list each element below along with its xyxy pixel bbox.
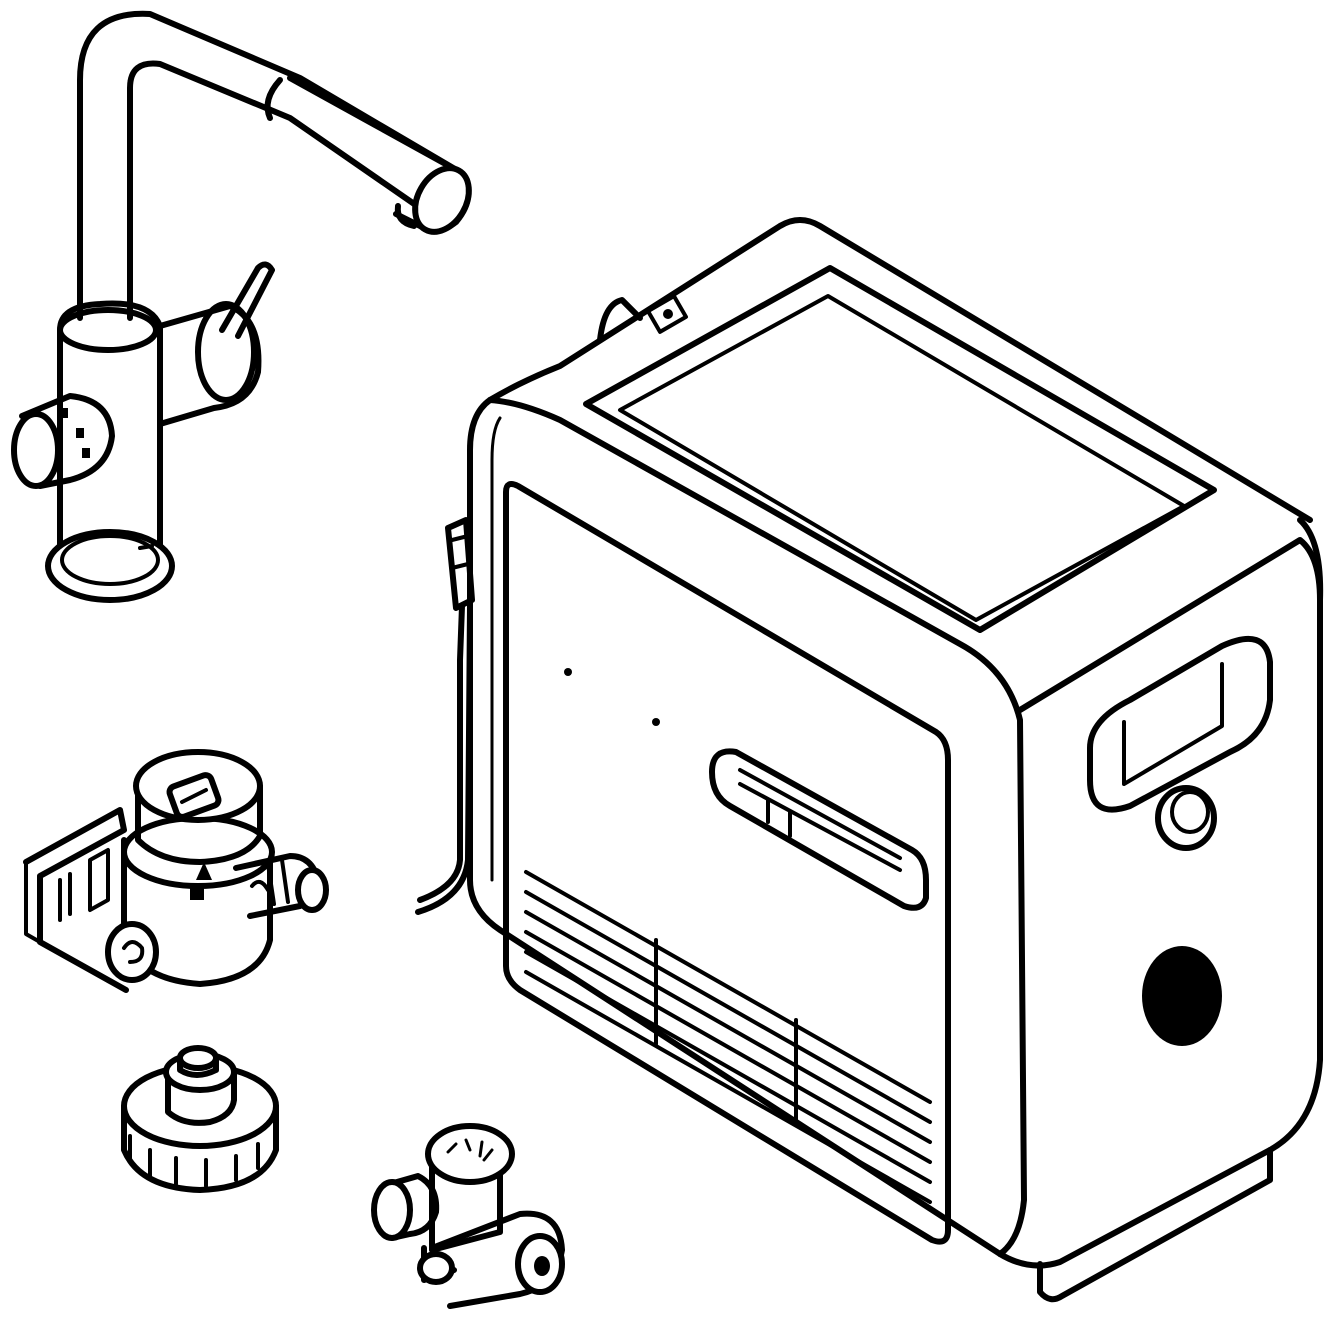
chiller-cable	[417, 603, 465, 903]
faucet-base	[45, 529, 175, 603]
chiller-top-right-edge	[1017, 537, 1323, 713]
chiller-top-panel-outer	[583, 265, 1217, 633]
filter-port-ribs	[266, 858, 290, 906]
faucet-spray-joint	[264, 77, 283, 121]
faucet-base-top	[60, 534, 160, 586]
chiller-front-handle	[709, 748, 929, 911]
chiller-front-dot-1	[564, 668, 572, 676]
chiller-side-handle-inner	[1122, 662, 1224, 786]
filter-port-right-end	[295, 867, 329, 913]
chiller-top-indicator-dot	[663, 309, 673, 319]
filter-port-detail	[250, 879, 270, 892]
chiller-top-clip	[597, 297, 643, 343]
adapter-threads	[128, 1134, 260, 1188]
vent-slat	[524, 910, 932, 1144]
filter-bracket-slot	[58, 872, 72, 922]
faucet-spout-inner	[127, 60, 423, 321]
filter-head-knob	[166, 772, 222, 820]
chiller-base	[1037, 1147, 1273, 1303]
chiller-side-knob-cap	[1170, 790, 1210, 834]
filter-bracket-window	[88, 848, 110, 912]
valve-adapter	[121, 1045, 279, 1193]
chiller-top-panel-inner	[618, 294, 1186, 622]
faucet-knob-mark-2	[76, 428, 84, 438]
reducer-knob	[387, 1173, 440, 1241]
filter-port-left	[105, 921, 159, 983]
faucet-spout-outer	[77, 10, 463, 321]
chiller-unit	[415, 217, 1324, 1303]
adapter-stem-top	[177, 1045, 219, 1071]
filter-head	[23, 749, 329, 993]
chiller-handle-slot-2	[738, 782, 902, 872]
chiller-front-edge	[487, 397, 1027, 1257]
pressure-reducer	[371, 1123, 565, 1309]
chiller-front-left-bevel	[490, 416, 502, 882]
faucet-spray-face	[412, 165, 472, 235]
faucet-knob-face	[11, 411, 61, 489]
faucet-lever-cap	[195, 301, 257, 403]
vent-slat	[524, 890, 932, 1124]
chiller-cable-2	[415, 603, 473, 915]
vent-slat	[524, 870, 932, 1104]
vent-slat	[524, 950, 932, 1184]
chiller-side-badge	[1142, 946, 1222, 1046]
chiller-handle-detail	[766, 798, 792, 838]
filter-head-mark	[190, 884, 204, 900]
reducer-gauge-ticks	[446, 1138, 494, 1162]
reducer-gauge-stem	[429, 1147, 503, 1253]
reducer-knob-face	[371, 1179, 413, 1241]
reducer-gauge	[425, 1123, 515, 1185]
reducer-outlet-hole	[534, 1256, 550, 1276]
filter-knob-slot	[180, 788, 208, 804]
vent-slat	[524, 970, 932, 1204]
faucet-lever	[219, 261, 275, 339]
faucet-body-right	[57, 300, 163, 563]
faucet-body-top	[57, 307, 159, 353]
filter-head-top	[135, 783, 263, 865]
filter-bracket-edge	[24, 860, 112, 984]
filter-port-left-swirl	[122, 940, 145, 964]
chiller-front-panel	[503, 481, 951, 1245]
chiller-side-handle	[1087, 635, 1273, 813]
vent-slat	[524, 930, 932, 1164]
reducer-inlet-end	[417, 1251, 455, 1285]
kitchen-faucet	[11, 10, 472, 603]
filter-flow-arrow	[196, 862, 212, 880]
chiller-top-indicator	[646, 294, 688, 334]
chiller-cable-plug	[445, 517, 475, 611]
faucet-knob-body	[19, 393, 115, 489]
adapter-neck	[165, 1067, 237, 1126]
chiller-plug-detail	[450, 534, 470, 570]
faucet-base-mark	[138, 544, 154, 550]
adapter-stem	[177, 1055, 219, 1078]
faucet-nozzle	[394, 203, 417, 229]
chiller-front-dot-2	[652, 718, 660, 726]
faucet-knob-mark-1	[58, 408, 68, 418]
filter-head-cap	[133, 749, 263, 823]
chiller-top-back-edge	[487, 217, 1313, 523]
adapter-base	[121, 1103, 279, 1193]
faucet-knob-mark-3	[82, 448, 90, 458]
chiller-handle-slot-1	[738, 768, 902, 860]
chiller-vent-grille	[524, 870, 932, 1204]
